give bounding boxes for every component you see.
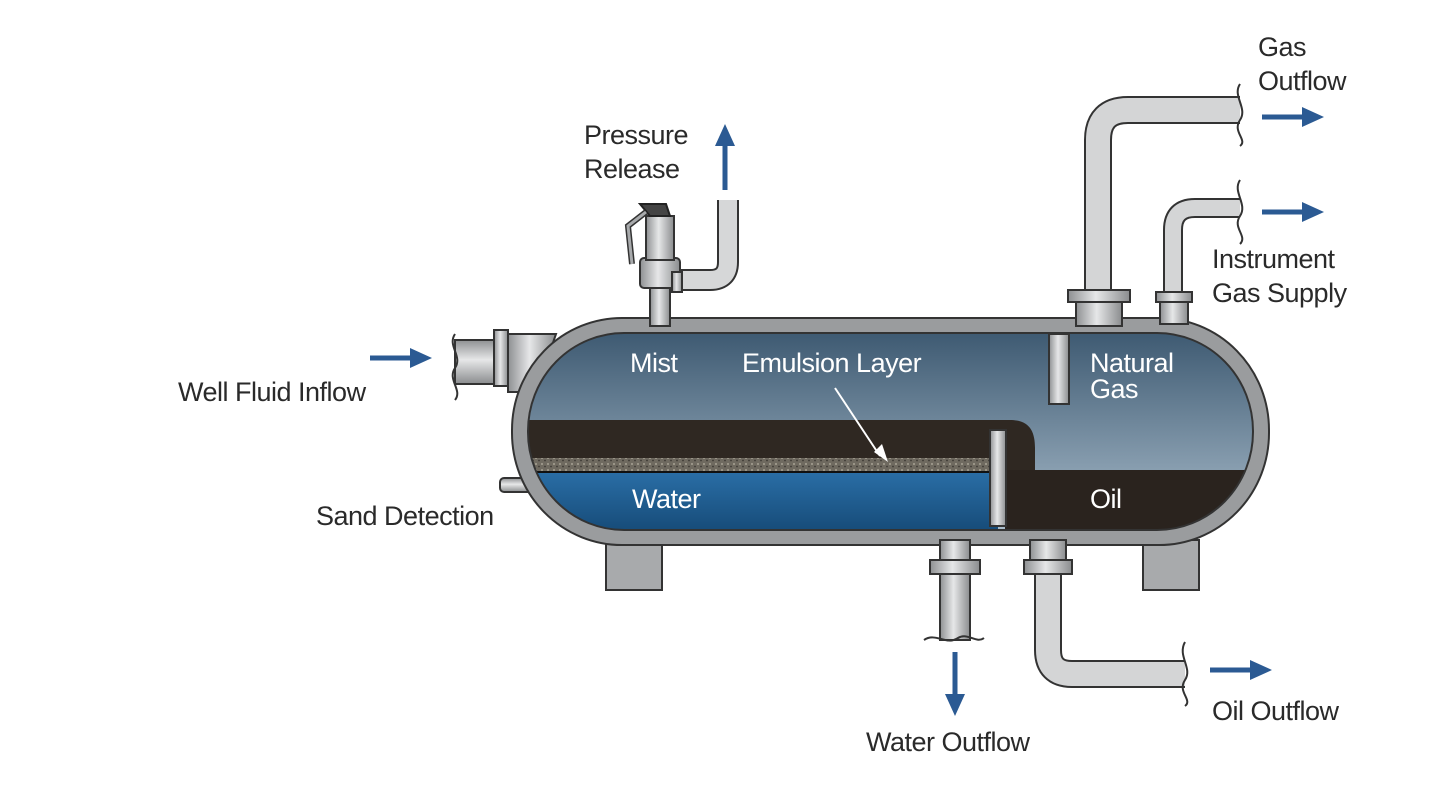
water-outflow-pipe — [923, 539, 985, 642]
pressure-release-line1: Pressure — [584, 120, 688, 150]
oil-film — [528, 420, 1035, 470]
instrument-gas-pipe — [1155, 179, 1244, 325]
emulsion-band — [528, 458, 998, 472]
gas-outflow-label-line1: Gas — [1258, 32, 1306, 62]
water-outflow-arrow-icon — [945, 652, 965, 716]
pressure-release-arrow-icon — [715, 124, 735, 190]
oil-outflow-pipe — [1023, 539, 1189, 707]
sand-detection-label: Sand Detection — [316, 501, 494, 531]
water-label: Water — [632, 484, 701, 514]
well-fluid-inflow-arrow-icon — [370, 348, 432, 368]
emulsion-pointer — [834, 387, 888, 462]
vessel-interior — [527, 332, 1254, 531]
water-layer — [528, 472, 998, 530]
natural-gas-line1: Natural — [1090, 348, 1174, 378]
gas-outflow-label-line2: Outflow — [1258, 66, 1347, 96]
instrument-gas-supply-label: Instrument Gas Supply — [1212, 244, 1348, 308]
instrument-gas-supply-line2: Gas Supply — [1212, 278, 1348, 308]
gas-outflow-pipe — [1067, 83, 1244, 327]
oil-outflow-arrow-icon — [1210, 660, 1272, 680]
arrows — [370, 107, 1324, 716]
water-outflow-label: Water Outflow — [866, 727, 1031, 757]
oil-outflow-label: Oil Outflow — [1212, 696, 1340, 726]
natural-gas-label: Natural Gas — [1090, 348, 1181, 404]
mist-label: Mist — [630, 348, 678, 378]
gas-outflow-label: Gas Outflow — [1258, 32, 1347, 96]
instrument-gas-arrow-icon — [1262, 202, 1324, 222]
gas-baffle — [1048, 333, 1070, 405]
instrument-gas-supply-line1: Instrument — [1212, 244, 1336, 274]
gas-outflow-arrow-icon — [1262, 107, 1324, 127]
left-support — [605, 539, 663, 591]
well-fluid-inflow-label: Well Fluid Inflow — [178, 377, 367, 407]
pressure-release-valve — [624, 200, 739, 327]
pressure-release-label: Pressure Release — [584, 120, 695, 184]
weir-plate — [989, 429, 1007, 527]
emulsion-layer-label: Emulsion Layer — [742, 348, 922, 378]
natural-gas-line2: Gas — [1090, 374, 1138, 404]
pressure-release-line2: Release — [584, 154, 680, 184]
right-support — [1142, 539, 1200, 591]
oil-label: Oil — [1090, 484, 1122, 514]
